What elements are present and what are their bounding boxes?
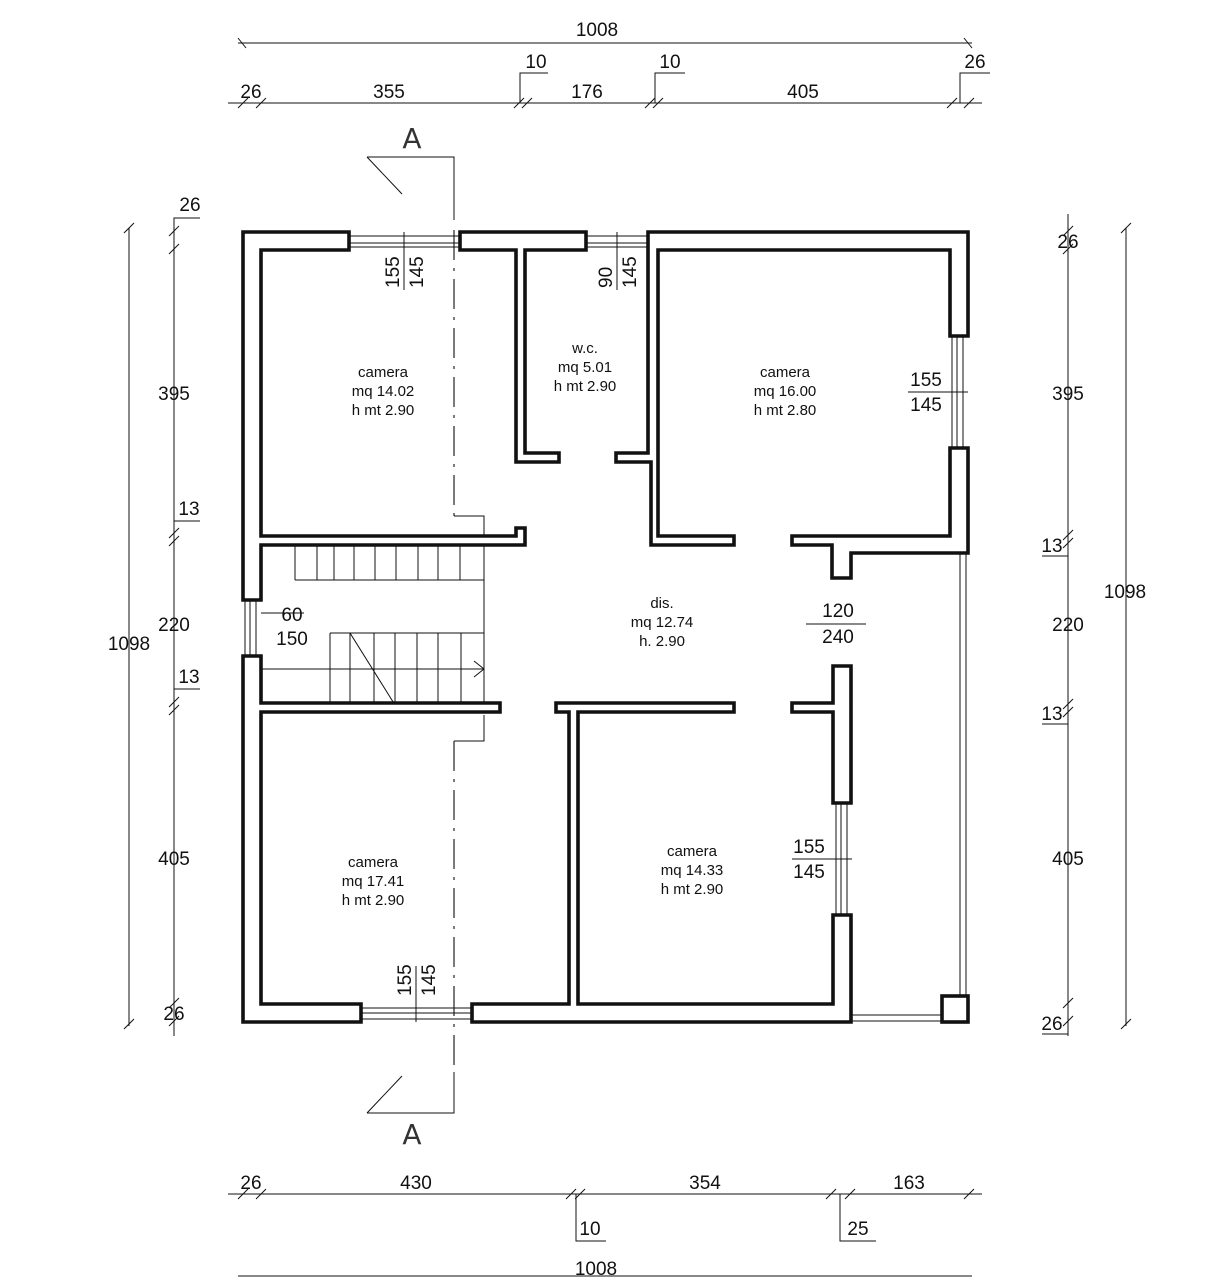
room-area: mq 16.00 (754, 383, 817, 400)
right-dimension-segment: 220 (1052, 615, 1084, 636)
opening-width: 60 (281, 605, 302, 626)
room-camera-2: camera mq 16.00 h mt 2.80 (754, 364, 817, 419)
room-area: mq 12.74 (631, 614, 694, 631)
room-name: camera (358, 364, 409, 381)
left-dimension-segment: 220 (158, 615, 190, 636)
room-name: w.c. (571, 340, 598, 357)
staircase (261, 545, 485, 706)
opening-height: 145 (419, 964, 440, 996)
room-camera-1: camera mq 14.02 h mt 2.90 (352, 364, 415, 419)
opening-width: 155 (910, 370, 942, 391)
left-dimension-segment: 26 (163, 1004, 184, 1025)
bottom-wall-mark: 10 (579, 1219, 600, 1240)
room-height: h mt 2.90 (352, 402, 415, 419)
right-dimension-segment: 395 (1052, 384, 1084, 405)
left-dimension-segment: 395 (158, 384, 190, 405)
opening-width: 90 (596, 267, 617, 288)
top-dimension-segment: 176 (571, 82, 603, 103)
bottom-dimension-segment: 430 (400, 1173, 432, 1194)
top-wall-mark: 26 (964, 52, 985, 73)
room-height: h mt 2.90 (342, 892, 405, 909)
opening-height: 145 (910, 395, 942, 416)
room-name: camera (667, 843, 718, 860)
room-camera-4: camera mq 14.33 h mt 2.90 (661, 843, 724, 898)
room-height: h mt 2.90 (661, 881, 724, 898)
top-wall-mark: 10 (659, 52, 680, 73)
left-overall-dimension: 1098 (108, 634, 150, 655)
top-overall-dimension: 1008 (576, 20, 618, 41)
left-dimension-segment: 26 (179, 195, 200, 216)
right-dimension-segment: 26 (1057, 232, 1078, 253)
room-name: dis. (650, 595, 673, 612)
room-height: h mt 2.90 (554, 378, 617, 395)
left-dimension-segment: 13 (178, 499, 199, 520)
top-dimension-segment: 355 (373, 82, 405, 103)
right-dimension-segment: 13 (1041, 536, 1062, 557)
right-dimension-segment: 13 (1041, 704, 1062, 725)
section-mark-top: A (402, 122, 421, 155)
right-dimension-segment: 405 (1052, 849, 1084, 870)
room-wc: w.c. mq 5.01 h mt 2.90 (554, 340, 617, 395)
walls (241, 230, 970, 1024)
room-camera-3: camera mq 17.41 h mt 2.90 (342, 854, 405, 909)
right-dimension-segment: 26 (1041, 1014, 1062, 1035)
bottom-dimension-segment: 26 (240, 1173, 261, 1194)
room-area: mq 14.02 (352, 383, 415, 400)
bottom-overall-dimension: 1008 (575, 1259, 617, 1280)
left-dimension-segment: 13 (178, 667, 199, 688)
left-dimension-segment: 405 (158, 849, 190, 870)
bottom-wall-mark: 25 (847, 1219, 868, 1240)
right-dimension-lines (1042, 214, 1132, 1036)
room-name: camera (760, 364, 811, 381)
top-wall-mark: 10 (525, 52, 546, 73)
left-dimension-lines (123, 217, 200, 1036)
opening-height: 240 (822, 627, 854, 648)
room-name: camera (348, 854, 399, 871)
top-dimension-segment: 405 (787, 82, 819, 103)
room-disimpegno: dis. mq 12.74 h. 2.90 (631, 595, 694, 650)
room-height: h. 2.90 (639, 633, 685, 650)
section-line (366, 156, 485, 1114)
top-dimension-lines (228, 37, 990, 109)
opening-width: 155 (383, 256, 404, 288)
right-overall-dimension: 1098 (1104, 582, 1146, 603)
opening-width: 120 (822, 601, 854, 622)
bottom-dimension-segment: 354 (689, 1173, 721, 1194)
room-height: h mt 2.80 (754, 402, 817, 419)
opening-height: 150 (276, 629, 308, 650)
opening-width: 155 (395, 964, 416, 996)
windows (244, 232, 968, 1022)
bottom-dimension-lines (228, 1188, 982, 1277)
opening-height: 145 (793, 862, 825, 883)
room-area: mq 17.41 (342, 873, 405, 890)
bottom-dimension-segment: 163 (893, 1173, 925, 1194)
section-mark-bottom: A (402, 1118, 421, 1151)
opening-width: 155 (793, 837, 825, 858)
opening-height: 145 (620, 256, 641, 288)
room-area: mq 14.33 (661, 862, 724, 879)
room-area: mq 5.01 (558, 359, 612, 376)
opening-height: 145 (407, 256, 428, 288)
top-dimension-segment: 26 (240, 82, 261, 103)
